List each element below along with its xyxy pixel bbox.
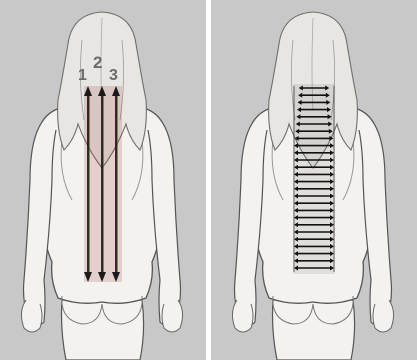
horizontal-stroke-ladder bbox=[293, 84, 335, 274]
left-panel: 1 2 3 bbox=[0, 0, 206, 360]
stroke-label-2: 2 bbox=[93, 53, 102, 72]
stroke-label-1: 1 bbox=[78, 67, 87, 84]
right-panel bbox=[211, 0, 417, 360]
vertical-stroke-arrows bbox=[84, 86, 122, 282]
stroke-label-3: 3 bbox=[109, 67, 118, 84]
